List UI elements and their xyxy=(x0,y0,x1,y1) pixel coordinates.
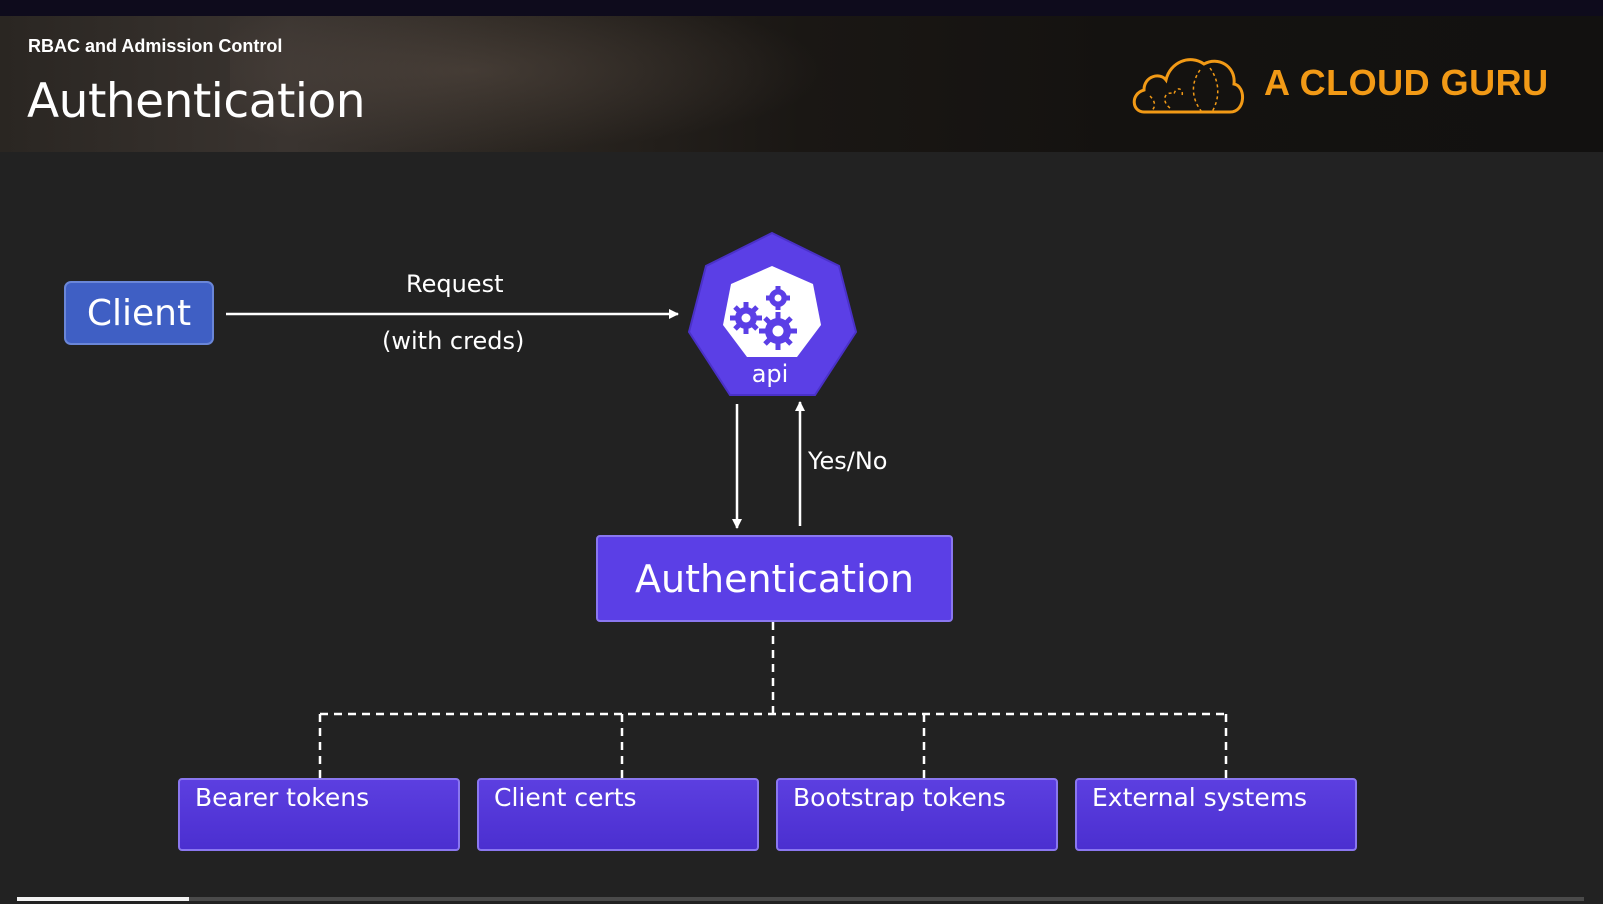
authentication-label: Authentication xyxy=(635,556,914,601)
gears-icon xyxy=(730,286,797,350)
api-server-icon xyxy=(687,231,858,396)
method-client-certs: Client certs xyxy=(477,778,759,851)
method-connectors xyxy=(318,622,1228,778)
response-label: Yes/No xyxy=(808,447,888,475)
video-progress-bar[interactable] xyxy=(17,897,1584,901)
slide-subtitle: RBAC and Admission Control xyxy=(28,36,283,56)
method-bootstrap-tokens: Bootstrap tokens xyxy=(776,778,1058,851)
slide-header xyxy=(0,16,1603,152)
api-label: api xyxy=(751,360,789,388)
video-progress-fill xyxy=(17,897,189,901)
slide-title: Authentication xyxy=(27,74,366,129)
method-bearer-tokens: Bearer tokens xyxy=(178,778,460,851)
method-external-systems: External systems xyxy=(1075,778,1357,851)
method-label: Bearer tokens xyxy=(195,783,370,812)
request-label: Request xyxy=(406,270,504,298)
brand-logo: A CLOUD GURU xyxy=(1130,50,1570,120)
brand-name: A CLOUD GURU xyxy=(1264,62,1549,103)
top-strip xyxy=(0,0,1603,16)
authentication-node: Authentication xyxy=(596,535,953,622)
method-label: Client certs xyxy=(494,783,637,812)
client-node: Client xyxy=(64,281,214,345)
cloud-icon xyxy=(1132,58,1244,114)
client-label: Client xyxy=(86,292,192,334)
presenter-video-overlay xyxy=(230,16,830,152)
method-label: External systems xyxy=(1092,783,1308,812)
method-label: Bootstrap tokens xyxy=(793,783,1006,812)
creds-label: (with creds) xyxy=(382,327,525,355)
